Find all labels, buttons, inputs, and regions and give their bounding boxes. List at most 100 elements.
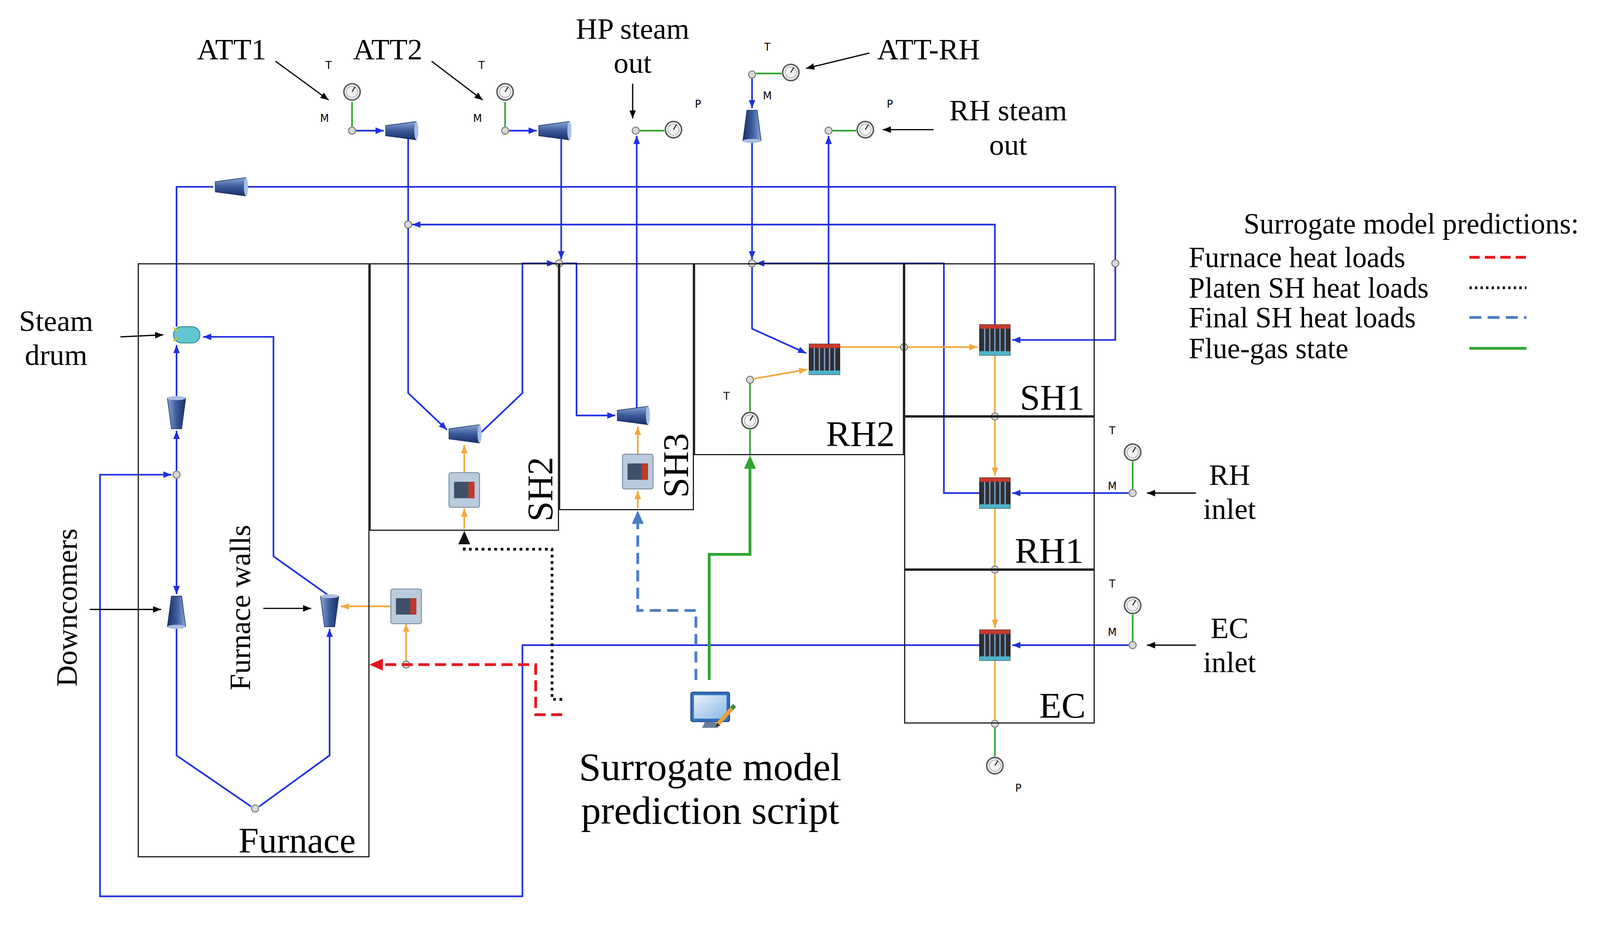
steam-drum — [173, 326, 200, 343]
callout-label: Downcomers — [51, 528, 82, 687]
callout-label: Furnace walls — [225, 524, 255, 691]
port-letter: M — [1107, 480, 1117, 491]
pipe-line — [463, 444, 465, 473]
gauge-symbols — [343, 64, 1141, 774]
component-symbol — [404, 220, 412, 228]
legend-text: Platen SH heat loads — [1188, 273, 1429, 303]
component-symbol — [167, 396, 186, 429]
component-symbol — [501, 127, 509, 135]
component-symbol — [782, 64, 799, 81]
component-symbol — [743, 110, 762, 144]
port-letter: T — [764, 41, 771, 53]
pipe-line — [100, 474, 980, 896]
prediction-connector — [369, 658, 563, 715]
pipe-line — [173, 327, 178, 342]
component-symbol — [1124, 443, 1141, 461]
symbol-shape — [715, 722, 721, 727]
boiler-section: EC — [904, 569, 1095, 724]
component-symbol — [1124, 597, 1141, 614]
callout-label: EC inlet — [1188, 610, 1271, 680]
boiler-section: RH1 — [904, 416, 1095, 570]
connector-line — [637, 523, 696, 680]
pipe-line — [176, 186, 214, 327]
connector-line — [382, 664, 563, 715]
legend-sample — [1469, 312, 1527, 323]
pipe-line — [827, 135, 830, 344]
legend-line — [1469, 346, 1527, 350]
arrow-head — [744, 454, 757, 469]
component-symbol — [979, 629, 1011, 660]
valve-symbols — [167, 110, 762, 629]
port-letter: T — [325, 60, 332, 71]
callout-label: ATT1 — [197, 34, 267, 64]
pipe-line — [1131, 461, 1134, 490]
pipe-line — [754, 369, 808, 379]
port-letter: M — [473, 113, 482, 124]
component-symbol — [665, 121, 682, 138]
pipe-line — [1146, 644, 1197, 646]
section-name: SH3 — [657, 433, 694, 499]
pipe-line — [751, 78, 753, 109]
pipe-line — [636, 426, 639, 455]
component-symbol — [449, 424, 482, 443]
callout-label: Surrogate model predictions: — [1243, 208, 1579, 238]
pipe-line — [504, 102, 507, 127]
pipe-line — [259, 628, 330, 807]
section-name: RH2 — [826, 415, 895, 452]
component-symbol — [748, 70, 756, 78]
boiler-section: SH3 — [559, 263, 694, 510]
pipe-line — [1146, 492, 1197, 494]
pipe-line — [1012, 492, 1129, 494]
component-symbol — [622, 454, 653, 490]
port-letter: P — [694, 98, 702, 110]
port-letter: M — [762, 90, 772, 101]
port-letter: M — [320, 113, 329, 124]
component-symbol — [385, 121, 419, 140]
legend-line — [1469, 316, 1527, 319]
component-symbol — [856, 121, 874, 138]
legend-text: Final SH heat loads — [1188, 303, 1417, 332]
pipe-line — [631, 83, 634, 119]
component-symbol — [215, 177, 249, 196]
legend-line — [1469, 286, 1527, 290]
pipe-line — [431, 61, 483, 101]
arrow-head — [458, 530, 471, 545]
port-letter: P — [886, 98, 893, 110]
heat-exchanger-symbols — [390, 324, 1011, 660]
boiler-section: RH2 — [693, 263, 905, 455]
component-symbol — [809, 343, 840, 375]
arrow-head — [369, 658, 383, 671]
pipe-line — [509, 129, 537, 132]
legend-text: Flue-gas state — [1188, 333, 1349, 363]
section-name: SH1 — [1019, 379, 1085, 416]
pipe-line — [263, 607, 311, 609]
connector-line — [464, 544, 563, 700]
component-symbol — [1111, 259, 1119, 267]
pipe-line — [752, 267, 807, 354]
symbol-shape — [701, 721, 719, 728]
computer-icon — [690, 691, 735, 728]
pipe-line — [412, 224, 996, 325]
pipe-line — [340, 605, 391, 607]
prediction-connector — [458, 530, 563, 700]
component-symbol — [172, 470, 181, 478]
component-symbol — [496, 83, 514, 100]
component-symbol — [741, 412, 759, 429]
port-letter: M — [1107, 626, 1117, 637]
pipe-line — [839, 346, 978, 348]
legend-sample — [1469, 252, 1527, 262]
component-symbol — [632, 127, 640, 135]
pipe-line — [175, 478, 178, 594]
boiler-section: SH1 — [904, 263, 1095, 417]
pipe-line — [405, 623, 407, 661]
pipe-line — [639, 129, 665, 132]
boiler-section: SH2 — [369, 263, 560, 531]
legend-line — [1469, 255, 1527, 259]
callout-label: RH steam out — [939, 93, 1077, 162]
component-symbol — [538, 121, 572, 140]
water-steam-pipes — [100, 78, 1129, 897]
pipe-line — [749, 383, 751, 412]
pipe-line — [89, 608, 162, 610]
port-letter: P — [1015, 782, 1022, 793]
pipe-line — [563, 263, 616, 416]
